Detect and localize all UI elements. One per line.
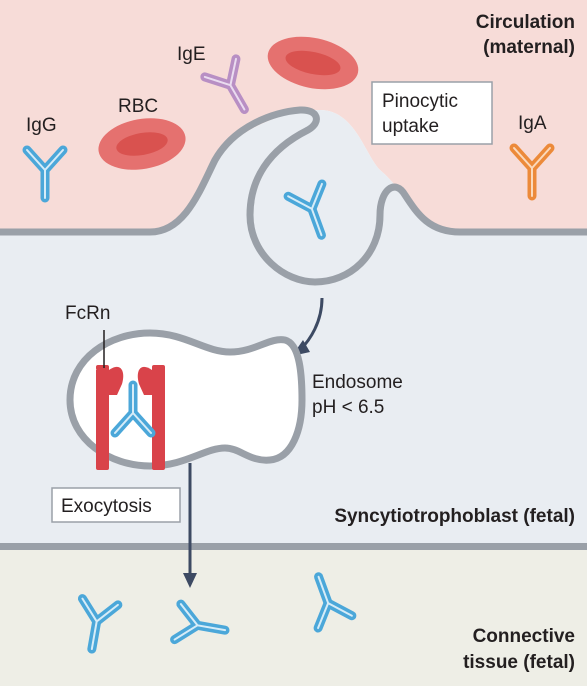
endosome-ph-label: pH < 6.5	[312, 397, 384, 418]
maternal-region-title: Circulation	[476, 12, 575, 33]
pinocytic-uptake-callout: Pinocytic uptake	[371, 81, 493, 145]
exocytosis-arrow	[183, 463, 197, 588]
rbc-cell-1	[98, 118, 186, 170]
fcrn-receptor-left	[91, 360, 124, 470]
exocytosis-callout: Exocytosis	[51, 487, 181, 523]
maternal-region	[0, 0, 587, 232]
rbc-cell-2	[267, 36, 359, 90]
basal-membrane	[0, 543, 587, 550]
exocytosis-label: Exocytosis	[61, 496, 152, 517]
iga-antibody-icon	[509, 143, 555, 201]
ige-antibody-icon	[200, 54, 249, 114]
apical-membrane	[0, 106, 587, 286]
igg-label: IgG	[26, 115, 57, 136]
maternal-region-subtitle: (maternal)	[483, 37, 575, 58]
pinocytic-label-line1: Pinocytic	[382, 91, 458, 112]
ige-label: IgE	[177, 44, 206, 65]
syncytiotrophoblast-label: Syncytiotrophoblast (fetal)	[334, 506, 575, 527]
endosome-label: Endosome	[312, 372, 403, 393]
fcrn-label: FcRn	[65, 303, 110, 324]
rbc-label: RBC	[118, 96, 158, 117]
connective-tissue-title: Connective	[473, 626, 575, 647]
fcrn-receptor-right	[137, 365, 165, 470]
pinocytic-label-line2: uptake	[382, 116, 439, 137]
iga-label: IgA	[518, 113, 547, 134]
connective-tissue-subtitle: tissue (fetal)	[463, 652, 575, 673]
